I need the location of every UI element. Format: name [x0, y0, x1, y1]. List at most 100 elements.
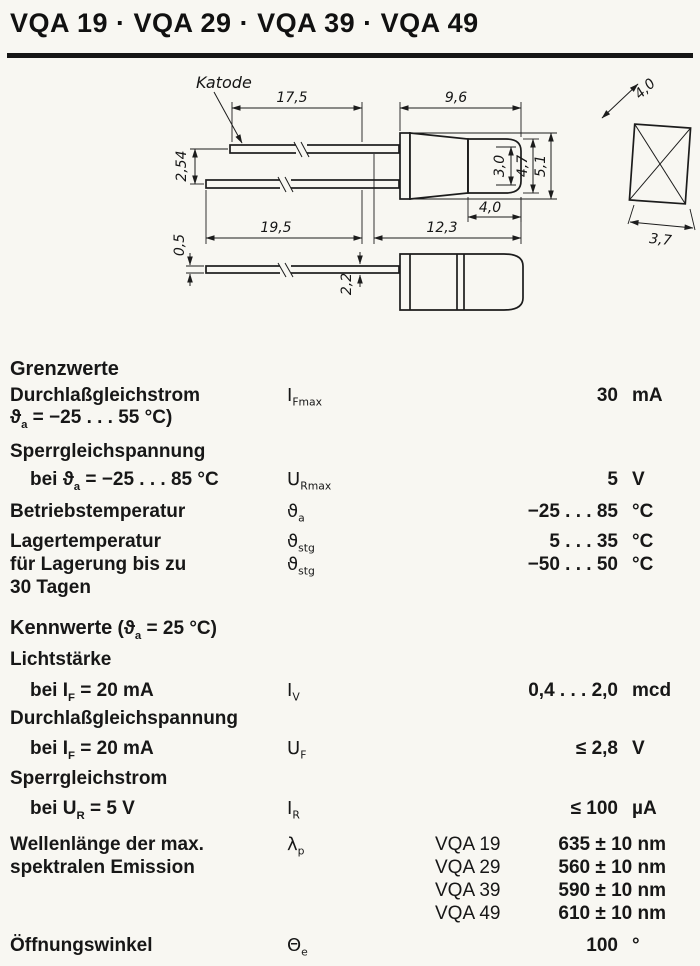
- technical-drawing: Katode 17,5 9,6 2,54 19,5 12,3 4,0: [172, 73, 696, 311]
- led-flange: [399, 132, 411, 200]
- front-view: [628, 123, 692, 205]
- param-symbol: ϑstg: [287, 531, 315, 555]
- param-value: ≤ 100: [570, 798, 618, 819]
- param-symbol: ϑstg: [287, 554, 315, 578]
- dim-17-5: 17,5: [276, 90, 307, 106]
- param-unit: °C: [632, 554, 654, 575]
- row-30-tagen: 30 Tagen: [10, 576, 690, 599]
- param-label: Durchlaßgleichstrom: [10, 385, 201, 406]
- condition-label: ϑa = −25 . . . 55 °C): [10, 407, 173, 431]
- wavelength-value: 590 ± 10 nm: [558, 880, 666, 901]
- row-lichtstaerke-heading: Lichtstärke: [10, 648, 690, 671]
- row-oeffnungswinkel: Öffnungswinkel Θe 100 °: [10, 934, 690, 957]
- param-symbol: IFmax: [287, 385, 323, 409]
- row-sperrgleichspannung-heading: Sperrgleichspannung: [10, 440, 690, 463]
- katode-label: Katode: [196, 73, 252, 92]
- wavelength-row: VQA 39 590 ± 10 nm: [435, 879, 690, 902]
- row-betriebstemperatur: Betriebstemperatur ϑa −25 . . . 85 °C: [10, 500, 690, 523]
- param-label: Betriebstemperatur: [10, 501, 186, 522]
- row-lagerung-bis: für Lagerung bis zu ϑstg −50 . . . 50 °C: [10, 553, 690, 576]
- param-symbol: UF: [287, 738, 307, 762]
- param-symbol: IR: [287, 798, 300, 822]
- wavelength-row: VQA 49 610 ± 10 nm: [435, 902, 690, 925]
- param-unit: °: [632, 935, 640, 956]
- param-value: 5 . . . 35: [549, 531, 618, 552]
- cathode-lead: [229, 144, 400, 154]
- dim-0-5: 0,5: [172, 234, 188, 256]
- param-symbol: URmax: [287, 469, 332, 493]
- anode-lead: [205, 179, 400, 189]
- param-label: Sperrgleichstrom: [10, 768, 168, 789]
- param-value: −25 . . . 85: [527, 501, 618, 522]
- dim-2-2: 2,2: [339, 273, 355, 295]
- grenzwerte-heading: Grenzwerte: [10, 358, 119, 380]
- dim-9-6: 9,6: [445, 90, 467, 106]
- row-durchlassgleichstrom: Durchlaßgleichstrom IFmax 30 mA: [10, 384, 690, 407]
- led-dome: [467, 138, 522, 194]
- param-label: für Lagerung bis zu: [10, 554, 187, 575]
- row-lichtstaerke: bei IF = 20 mA IV 0,4 . . . 2,0 mcd: [10, 679, 690, 704]
- param-symbol: ϑa: [287, 501, 305, 525]
- param-value: ≤ 2,8: [575, 738, 618, 759]
- wavelength-value: 560 ± 10 nm: [558, 857, 666, 878]
- type-label: VQA 19: [435, 834, 501, 855]
- dim-4-7: 4,7: [515, 155, 531, 177]
- param-label: Lagertemperatur: [10, 531, 161, 552]
- param-label: 30 Tagen: [10, 577, 91, 598]
- param-unit: °C: [632, 501, 654, 522]
- dim-2-54: 2,54: [174, 150, 190, 181]
- param-value: 30: [596, 385, 618, 406]
- dim-4-0-front: 4,0: [632, 76, 659, 103]
- condition-label: bei IF = 20 mA: [30, 738, 154, 762]
- param-unit: µA: [632, 798, 657, 819]
- title-rule: [7, 53, 693, 58]
- wavelength-value: 610 ± 10 nm: [558, 903, 666, 924]
- param-unit: V: [632, 738, 645, 759]
- dim-5-1: 5,1: [533, 155, 549, 177]
- dim-19-5: 19,5: [260, 220, 291, 236]
- dim-12-3: 12,3: [426, 220, 457, 236]
- wavelength-value: 635 ± 10 nm: [558, 834, 666, 855]
- row-lagertemperatur: Lagertemperatur ϑstg 5 . . . 35 °C: [10, 530, 690, 553]
- param-label: Sperrgleichspannung: [10, 441, 206, 462]
- type-label: VQA 29: [435, 857, 501, 878]
- row-sperrgleichstrom-heading: Sperrgleichstrom: [10, 767, 690, 790]
- param-value: 0,4 . . . 2,0: [528, 680, 618, 701]
- wavelength-row: VQA 29 560 ± 10 nm: [435, 856, 690, 879]
- row-durchlass-condition: ϑa = −25 . . . 55 °C): [10, 406, 690, 431]
- param-symbol: λp: [287, 834, 305, 858]
- param-unit: mcd: [632, 680, 672, 701]
- param-value: −50 . . . 50: [527, 554, 618, 575]
- wavelength-table: VQA 19 635 ± 10 nm VQA 29 560 ± 10 nm VQ…: [435, 833, 690, 925]
- page-title: VQA 19 · VQA 29 · VQA 39 · VQA 49: [10, 8, 479, 38]
- condition-label: bei UR = 5 V: [30, 798, 135, 822]
- type-label: VQA 49: [435, 903, 501, 924]
- param-label: Durchlaßgleichspannung: [10, 708, 239, 729]
- dim-3-7: 3,7: [649, 231, 673, 249]
- param-unit: V: [632, 469, 645, 490]
- kennwerte-heading: Kennwerte (ϑa = 25 °C): [10, 617, 217, 642]
- param-unit: mA: [632, 385, 663, 406]
- param-label: Wellenlänge der max. spektralen Emission: [10, 834, 204, 878]
- bottom-lead: [205, 265, 400, 274]
- wavelength-row: VQA 19 635 ± 10 nm: [435, 833, 690, 856]
- row-sperrgleichstrom: bei UR = 5 V IR ≤ 100 µA: [10, 797, 690, 822]
- condition-label: bei ϑa = −25 . . . 85 °C: [30, 469, 219, 493]
- led-cone: [409, 132, 469, 200]
- param-symbol: IV: [287, 680, 300, 704]
- type-label: VQA 39: [435, 880, 501, 901]
- bottom-body: [399, 253, 524, 311]
- param-unit: °C: [632, 531, 654, 552]
- row-sperrgleichspannung: bei ϑa = −25 . . . 85 °C URmax 5 V: [10, 468, 690, 493]
- param-value: 100: [586, 935, 618, 956]
- row-wellenlaenge: Wellenlänge der max. spektralen Emission…: [10, 833, 690, 925]
- row-durchlassgleichspannung: bei IF = 20 mA UF ≤ 2,8 V: [10, 737, 690, 762]
- dim-3-0: 3,0: [492, 155, 508, 177]
- param-value: 5: [607, 469, 618, 490]
- dim-4-0-dome: 4,0: [479, 200, 501, 216]
- condition-label: bei IF = 20 mA: [30, 680, 154, 704]
- param-label: Lichtstärke: [10, 649, 112, 670]
- row-durchlassgleichspannung-heading: Durchlaßgleichspannung: [10, 707, 690, 730]
- param-symbol: Θe: [287, 935, 308, 959]
